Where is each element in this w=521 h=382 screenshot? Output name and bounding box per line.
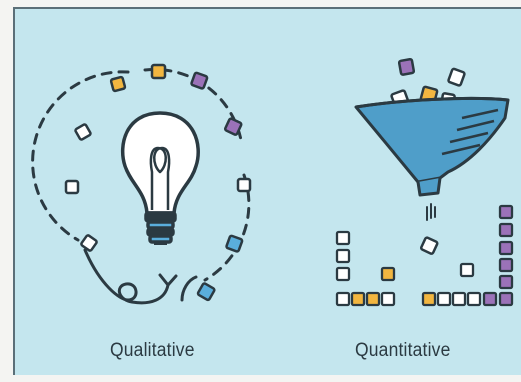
lightbulb-icon <box>120 111 200 245</box>
qualitative-caption: Qualitative <box>110 340 195 361</box>
square-white-l3 <box>80 234 98 252</box>
square-white-top1 <box>447 67 466 87</box>
drop-lines <box>426 203 436 221</box>
bar-squares <box>335 204 514 307</box>
quantitative-caption: Quantitative <box>355 340 451 361</box>
square-white-l2 <box>64 179 80 195</box>
square-white-r1 <box>236 177 252 193</box>
funnel-icon <box>354 96 510 197</box>
square-purple-top <box>397 57 416 76</box>
square-yellow-1 <box>109 75 127 93</box>
square-blue-2 <box>196 282 216 302</box>
square-blue-1 <box>225 234 244 253</box>
qualitative-squares <box>64 63 252 302</box>
square-falling <box>420 236 439 255</box>
square-yellow-2 <box>150 63 167 80</box>
square-white-l1 <box>74 123 92 141</box>
square-purple-1 <box>190 71 209 90</box>
square-purple-2 <box>224 117 243 136</box>
